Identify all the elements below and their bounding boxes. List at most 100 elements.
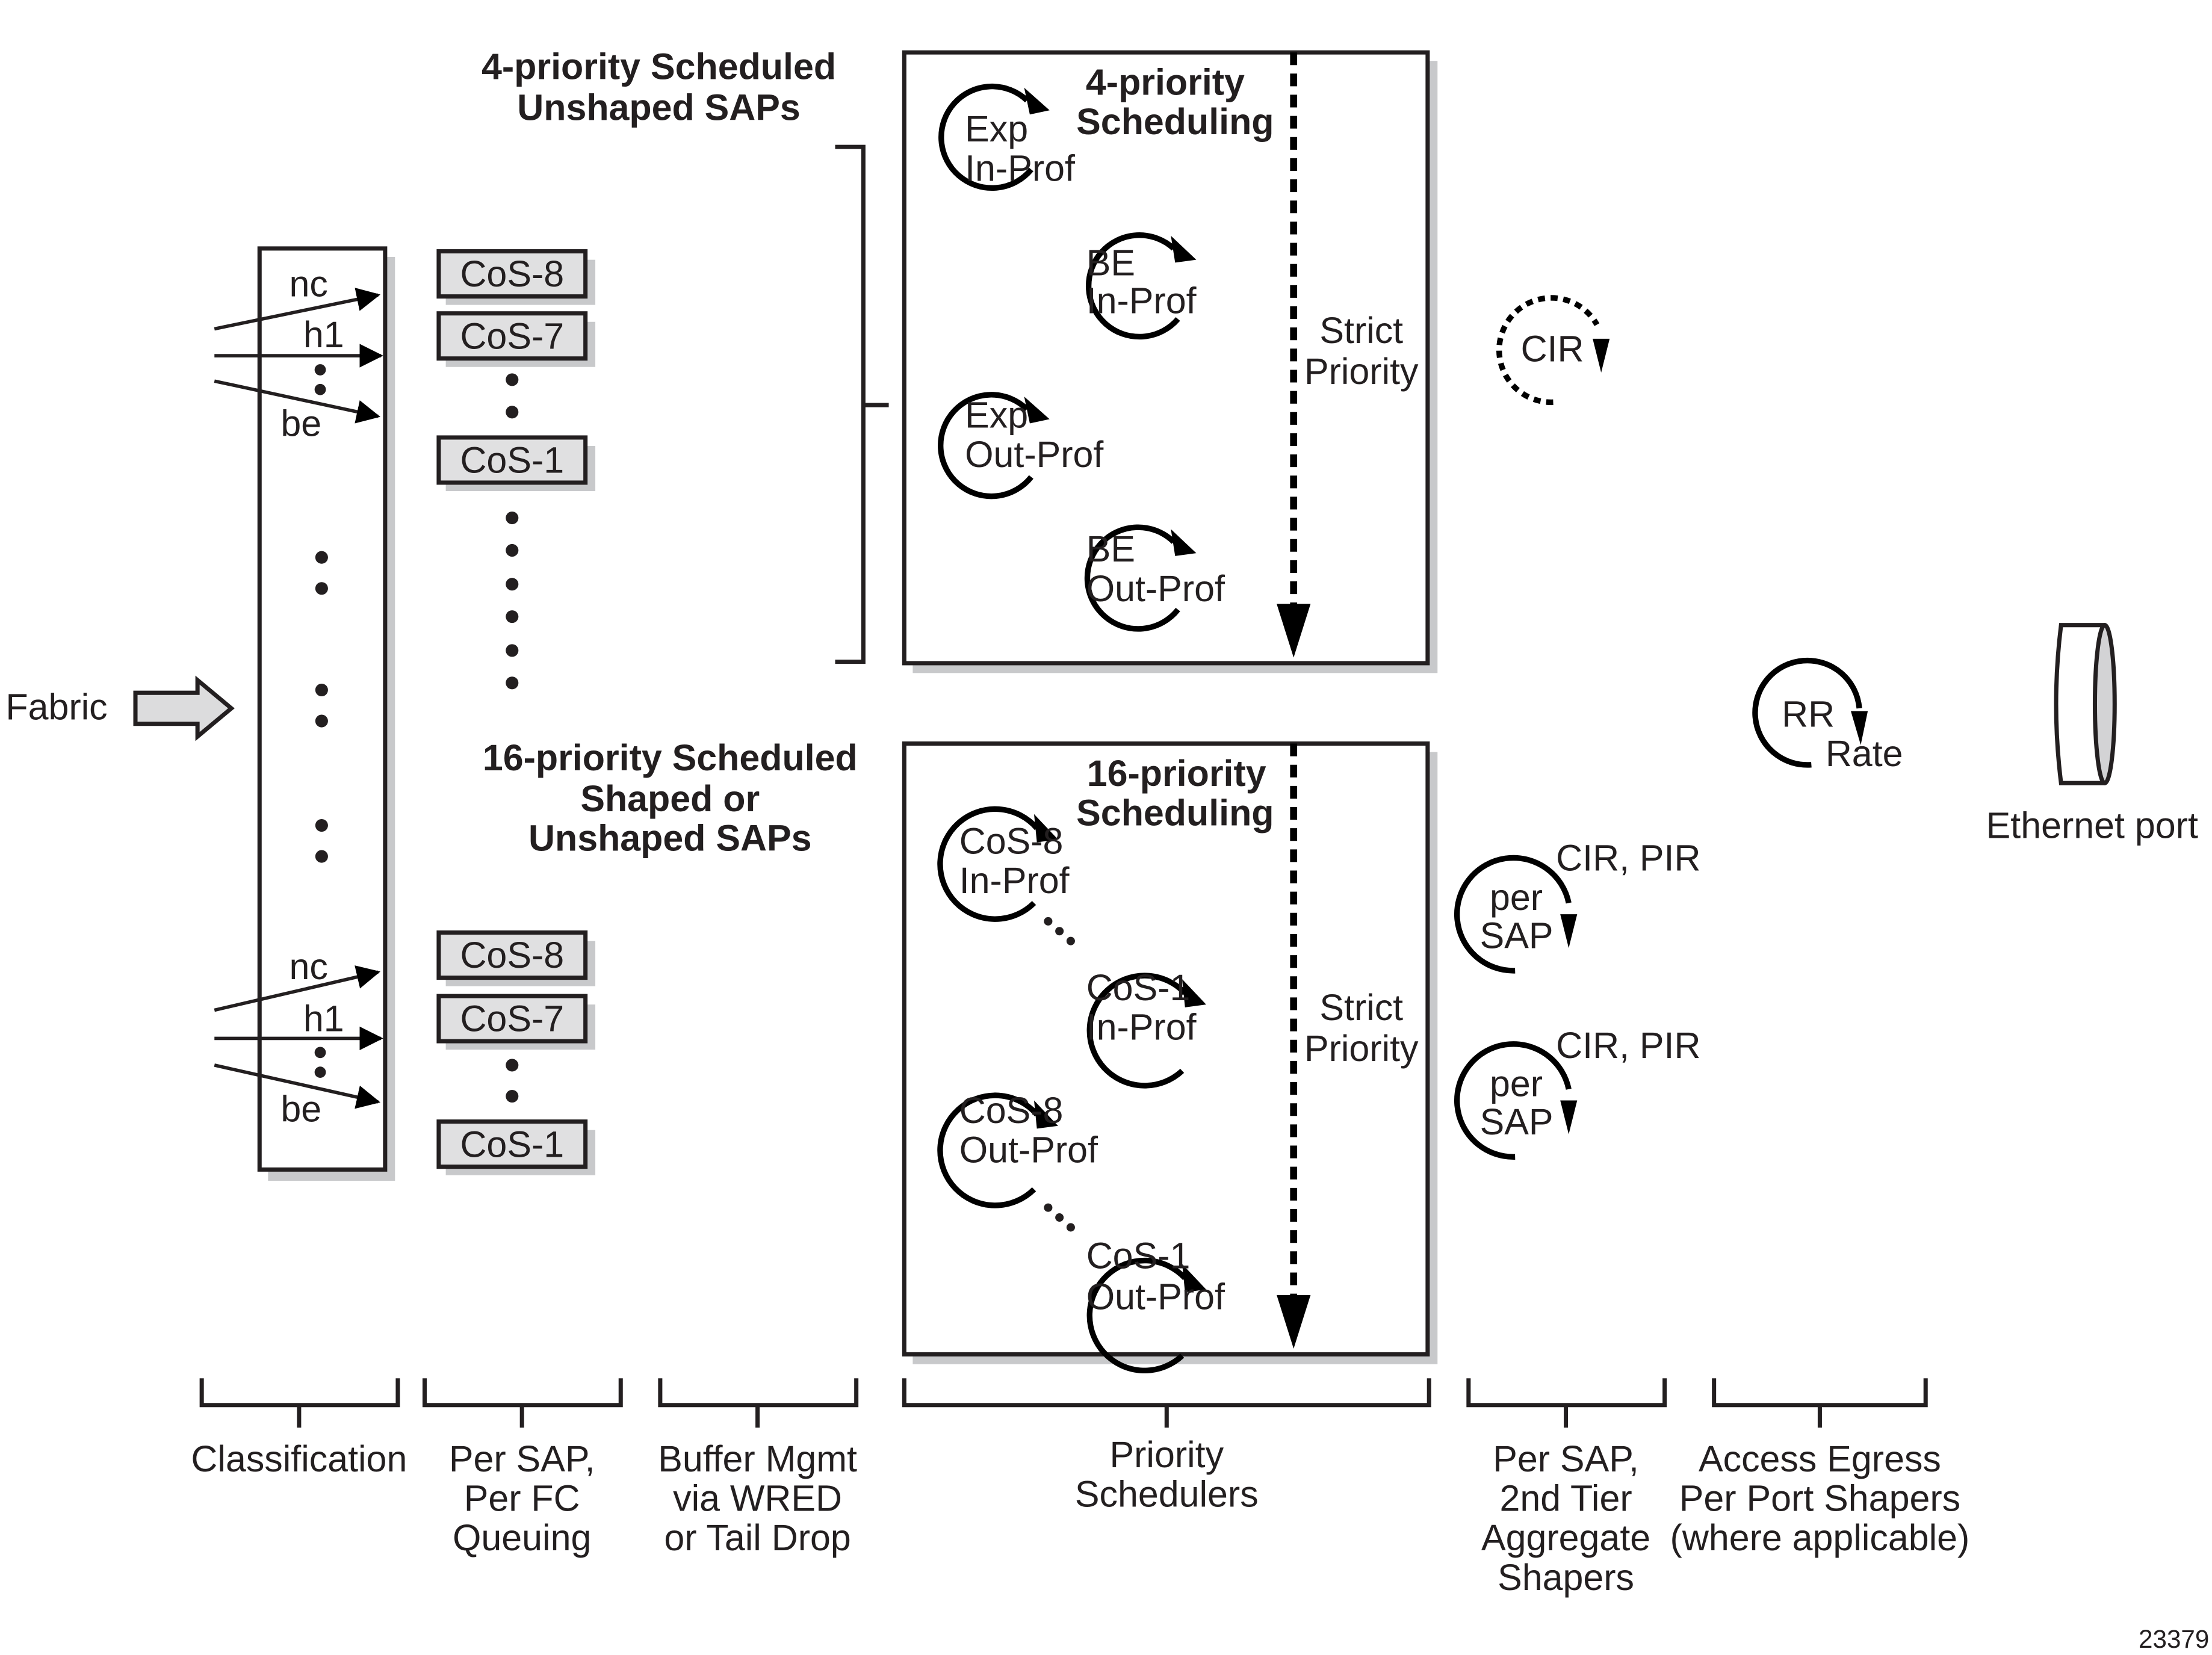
strict-priority-label: Strict <box>1319 987 1403 1028</box>
rotation-arrow-icon <box>1085 232 1180 340</box>
stage-label: or Tail Drop <box>664 1517 850 1558</box>
item-label: CoS-8 <box>959 1090 1064 1131</box>
rotation-arrow-icon <box>1454 1041 1572 1160</box>
item-label: Exp <box>965 108 1028 149</box>
scheduler-item: Exp Out-Prof <box>938 392 1104 500</box>
scheduler-title: Scheduling <box>1076 101 1274 142</box>
item-label: Out-Prof <box>959 1130 1098 1171</box>
item-label: Exp <box>965 395 1028 436</box>
item-label: In-Prof <box>1086 1007 1197 1048</box>
stage-label: Schedulers <box>1075 1474 1259 1515</box>
strict-priority-label: Priority <box>1304 1028 1419 1069</box>
title-line: Shaped or <box>580 778 760 819</box>
scheduler-item: Exp In-Prof <box>938 83 1076 191</box>
queue-label: CoS-1 <box>460 440 564 481</box>
fc-label-nc: nc <box>289 264 327 305</box>
scheduler-item: CoS-8 Out-Prof <box>937 1090 1098 1208</box>
item-label: In-Prof <box>959 860 1070 901</box>
stage-label: Shapers <box>1498 1557 1634 1598</box>
fabric-input: Fabric <box>5 675 235 741</box>
classification-ellipsis <box>315 551 328 863</box>
stage-label: Per Port Shapers <box>1679 1478 1960 1519</box>
be-flow-arrow <box>214 1063 380 1109</box>
item-label: Out-Prof <box>1086 568 1225 609</box>
fc-label-be: be <box>280 403 321 444</box>
scheduler-item: CoS-1 Out-Prof <box>1086 1235 1225 1374</box>
ellipsis-dot <box>314 383 326 395</box>
queue-cos-1 <box>436 435 588 485</box>
stage-buffer-mgmt: Buffer Mgmt via WRED or Tail Drop <box>658 1438 857 1558</box>
rate-label: Rate <box>1826 733 1903 774</box>
rotation-arrow-icon <box>1086 1257 1188 1374</box>
stage-port-shapers: Access Egress Per Port Shapers (where ap… <box>1670 1438 1970 1558</box>
title-line: 16-priority Scheduled <box>483 737 858 778</box>
four-priority-scheduler: 4-priority Scheduling Strict Priority Ex… <box>902 50 1438 673</box>
item-label: BE <box>1086 242 1135 283</box>
stage-label: 2nd Tier <box>1499 1478 1632 1519</box>
queue-cos-1 <box>436 1119 588 1169</box>
fc-label-nc: nc <box>289 946 327 987</box>
ellipsis-dot <box>314 364 326 376</box>
fc-label-be: be <box>280 1089 321 1130</box>
stage-classification: Classification <box>191 1438 407 1479</box>
rate-label: CIR, PIR <box>1556 837 1700 878</box>
port-face-icon <box>2092 623 2117 785</box>
queue-cos-7 <box>436 994 588 1044</box>
be-flow-arrow <box>214 379 380 424</box>
stage-label: Per FC <box>464 1478 580 1519</box>
rotation-arrow-icon <box>1454 855 1572 974</box>
rotation-arrow-icon <box>1086 973 1188 1089</box>
scheduler-item: BE In-Prof <box>1085 232 1197 340</box>
stage-queuing: Per SAP, Per FC Queuing <box>449 1438 595 1558</box>
strict-priority-arrowhead-icon <box>1277 604 1311 658</box>
sixteen-priority-scheduler: 16-priority Scheduling Strict Priority C… <box>902 741 1438 1374</box>
per-sap-shaper: CIR, PIR per SAP <box>1454 1025 1700 1160</box>
scheduler-item: CoS-8 In-Prof <box>937 806 1070 922</box>
item-label: BE <box>1086 528 1135 569</box>
queue-label: CoS-7 <box>460 315 564 356</box>
rotation-arrow-icon <box>938 392 1033 500</box>
lower-classification-flows: nc h1 be <box>214 946 383 1130</box>
shaper-label: per <box>1490 877 1543 918</box>
rotation-arrow-icon <box>938 83 1033 191</box>
scheduler-item: CoS-1 In-Prof <box>1086 967 1206 1089</box>
queue-label: CoS-7 <box>460 998 564 1039</box>
fc-label-h1: h1 <box>303 998 344 1039</box>
shaper-label: per <box>1490 1063 1543 1104</box>
rotation-arrow-icon <box>937 1092 1039 1208</box>
stage-label: Priority <box>1110 1434 1224 1475</box>
scheduler-item: BE Out-Prof <box>1084 524 1225 632</box>
ethernet-port: Ethernet port <box>1986 623 2198 846</box>
stage-label: Access Egress <box>1699 1438 1941 1479</box>
item-label: Out-Prof <box>965 434 1104 475</box>
nc-flow-arrow <box>214 965 380 1012</box>
item-label: Out-Prof <box>1086 1276 1225 1317</box>
item-label: CoS-1 <box>1086 1235 1191 1276</box>
stage-brackets <box>199 1378 1928 1428</box>
stage-label: Per SAP, <box>449 1438 595 1479</box>
lower-section-title: 16-priority Scheduled Shaped or Unshaped… <box>483 737 858 859</box>
title-line: Unshaped SAPs <box>528 818 812 859</box>
stage-priority-schedulers: Priority Schedulers <box>1075 1434 1259 1515</box>
port-body-icon <box>2054 623 2106 785</box>
cir-shaper: CIR <box>1496 295 1610 406</box>
stage-label: Per SAP, <box>1493 1438 1639 1479</box>
stage-label: (where applicable) <box>1670 1517 1970 1558</box>
lower-queues: CoS-8 CoS-7 CoS-1 <box>436 930 596 1175</box>
scheduler-title: 16-priority <box>1087 753 1266 794</box>
upper-queues: CoS-8 CoS-7 CoS-1 <box>436 249 596 690</box>
queue-cos-7 <box>436 311 588 361</box>
item-label: CoS-8 <box>959 820 1064 861</box>
upper-bracket <box>835 144 889 664</box>
upper-classification-flows: nc h1 be <box>214 264 383 444</box>
title-line: Unshaped SAPs <box>517 87 801 128</box>
scheduler-box <box>902 741 1430 1356</box>
rotation-arrow-icon <box>1752 657 1862 768</box>
per-sap-shaper: CIR, PIR per SAP <box>1454 837 1700 974</box>
queue-label: CoS-1 <box>460 1124 564 1165</box>
upper-section-title: 4-priority Scheduled Unshaped SAPs <box>482 46 836 128</box>
fc-label-h1: h1 <box>303 314 344 355</box>
scheduler-box <box>902 50 1430 666</box>
port-shaper: RR Rate <box>1752 657 1903 774</box>
